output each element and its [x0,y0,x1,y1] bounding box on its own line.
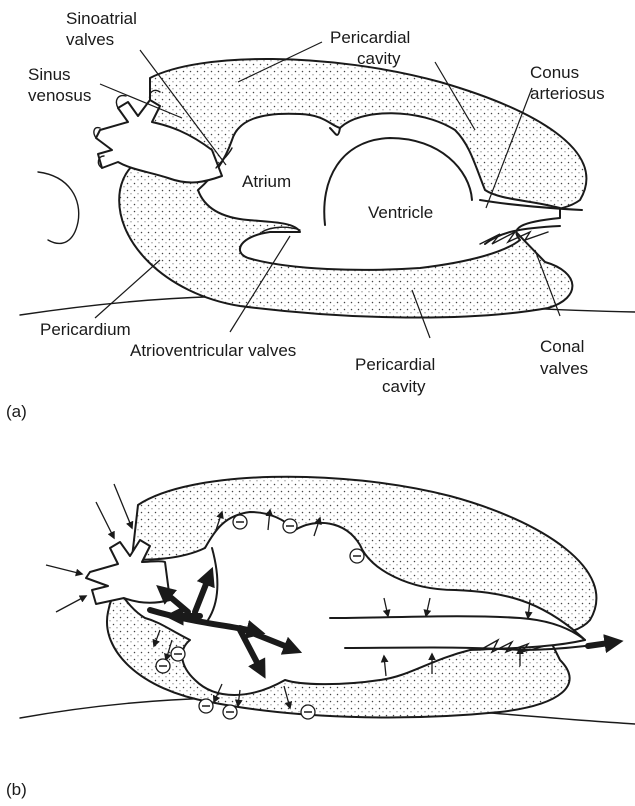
minus-symbol-1 [233,515,247,529]
label-sinus-venosus-line2: venosus [28,86,91,105]
inflow-arrow-2 [114,484,132,528]
label-sinoatrial-valves-line1: Sinoatrial [66,9,137,28]
label-pericardial-cavity-top-line2: cavity [357,49,401,68]
label-pericardial-cavity-bottom-line2: cavity [382,377,426,396]
external-tissue-left [38,172,79,243]
inflow-arrow-1 [96,502,114,538]
minus-symbol-8 [171,647,185,661]
label-conal-valves-line2: valves [540,359,588,378]
minus-symbol-7 [301,705,315,719]
label-conal-valves-line1: Conal [540,337,584,356]
label-conus-arteriosus-line1: Conus [530,63,579,82]
label-atrioventricular-valves: Atrioventricular valves [130,341,296,360]
label-pericardial-cavity-top-line1: Pericardial [330,28,410,47]
label-atrium: Atrium [242,172,291,191]
panel-a: Sinoatrial valves Pericardial cavity Sin… [6,9,635,421]
label-ventricle: Ventricle [368,203,433,222]
panel-b-label: (b) [6,780,27,799]
label-pericardium: Pericardium [40,320,131,339]
leader-pericardium [95,260,160,318]
minus-symbol-4 [156,659,170,673]
label-pericardial-cavity-bottom-line1: Pericardial [355,355,435,374]
outflow-arrow [588,642,616,646]
inflow-arrow-4 [56,596,86,612]
label-sinus-venosus-line1: Sinus [28,65,71,84]
panel-b: (b) [6,477,635,799]
minus-symbol-5 [199,699,213,713]
panel-a-label: (a) [6,402,27,421]
label-conus-arteriosus-line2: arteriosus [530,84,605,103]
label-sinoatrial-valves-line2: valves [66,30,114,49]
minus-symbol-3 [350,549,364,563]
minus-symbol-6 [223,705,237,719]
minus-symbol-2 [283,519,297,533]
inflow-arrow-3 [46,565,82,574]
